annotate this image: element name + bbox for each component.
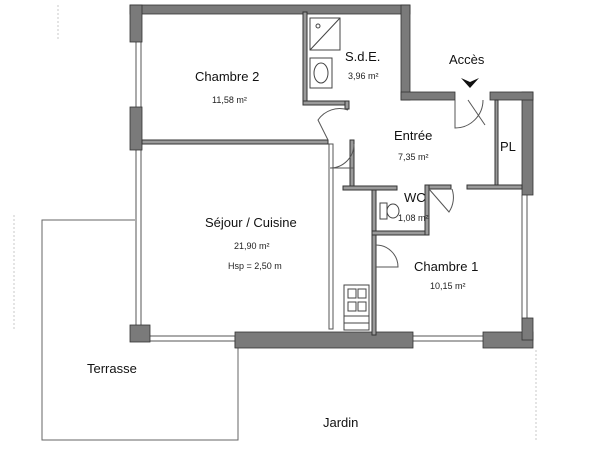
terrace-outline bbox=[41, 219, 239, 441]
toilet bbox=[379, 202, 400, 220]
room-area-chambre1: 10,15 m² bbox=[430, 281, 466, 291]
kitchen-counter bbox=[343, 284, 370, 331]
room-area-sde: 3,96 m² bbox=[348, 71, 379, 81]
doors bbox=[317, 99, 486, 268]
room-name-sejour: Séjour / Cuisine bbox=[205, 215, 297, 230]
walls bbox=[129, 4, 534, 349]
access-arrow-icon bbox=[461, 78, 479, 88]
room-height-sejour: Hsp = 2,50 m bbox=[228, 261, 282, 271]
wall-notch bbox=[400, 91, 456, 101]
wall-left-upper bbox=[129, 4, 143, 43]
room-name-chambre2: Chambre 2 bbox=[195, 69, 260, 84]
wall-right-lower bbox=[521, 317, 534, 341]
window-lines bbox=[135, 42, 528, 348]
room-area-sejour: 21,90 m² bbox=[234, 241, 270, 251]
wall-right bbox=[521, 91, 534, 196]
room-name-pl: PL bbox=[500, 139, 516, 154]
wall-left-mid bbox=[129, 106, 143, 151]
wall-top-right bbox=[400, 4, 411, 101]
label-terrasse: Terrasse bbox=[87, 361, 137, 376]
label-acces: Accès bbox=[449, 52, 485, 67]
washbasin bbox=[309, 57, 333, 89]
room-area-entree: 7,35 m² bbox=[398, 152, 429, 162]
room-name-sde: S.d.E. bbox=[345, 49, 381, 64]
wall-left-lower bbox=[129, 324, 151, 343]
shower bbox=[309, 17, 341, 51]
room-area-wc: 1,08 m² bbox=[398, 213, 429, 223]
room-name-entree: Entrée bbox=[394, 128, 433, 143]
dimension-lines bbox=[13, 5, 537, 440]
wall-right-top bbox=[489, 91, 534, 101]
room-area-chambre2: 11,58 m² bbox=[212, 95, 247, 105]
label-jardin: Jardin bbox=[323, 415, 359, 430]
room-name-wc: WC bbox=[404, 190, 426, 205]
wall-top bbox=[129, 4, 411, 15]
wall-bottom-mid bbox=[234, 331, 414, 349]
partitions bbox=[141, 11, 523, 336]
room-name-chambre1: Chambre 1 bbox=[414, 259, 479, 274]
